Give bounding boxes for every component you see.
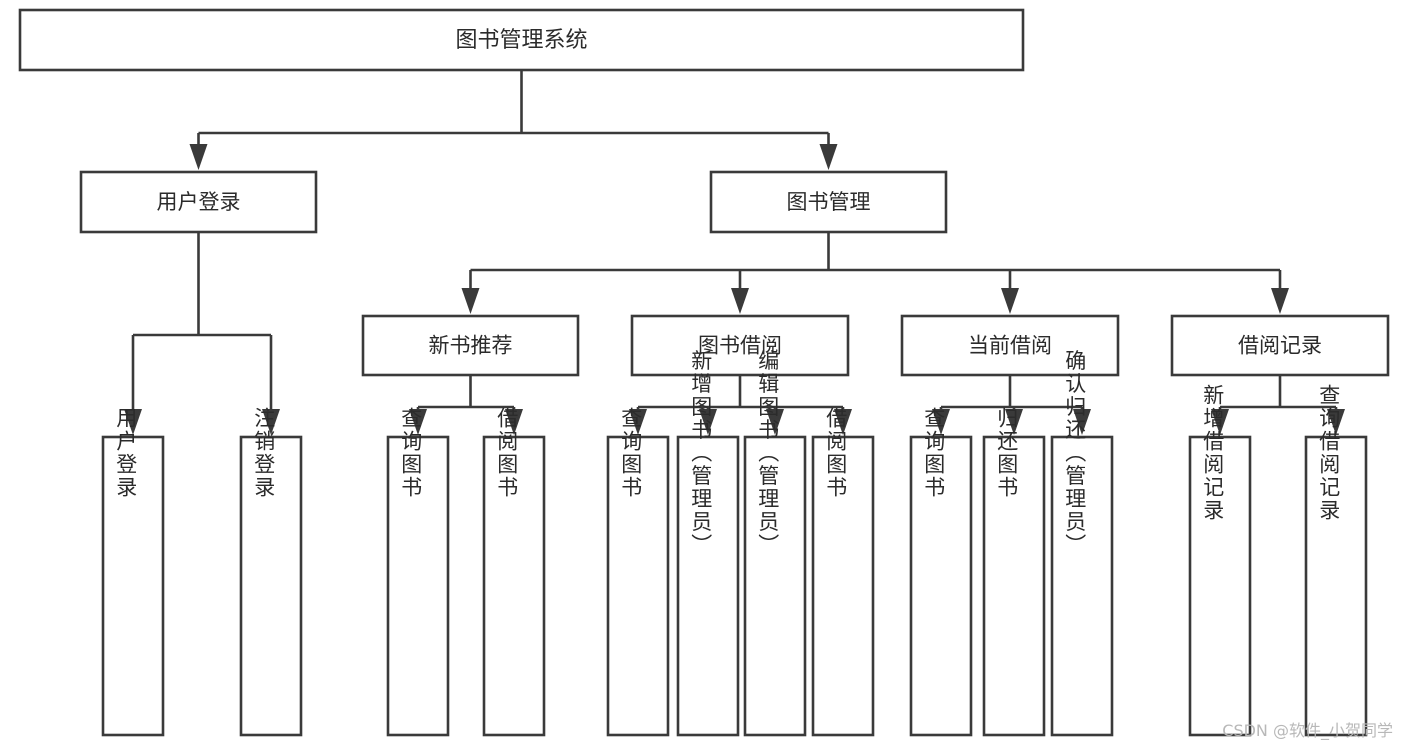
node-book-group-2-leaf-1[interactable]: 归还图书 bbox=[982, 407, 1046, 737]
node-box-root-title[interactable] bbox=[18, 8, 1025, 72]
node-box-book-management[interactable] bbox=[709, 170, 948, 234]
node-label-book-management: 图书管理 bbox=[787, 190, 871, 214]
node-box-book-group-1-leaf-2[interactable] bbox=[743, 435, 807, 737]
node-label-book-group-2: 当前借阅 bbox=[968, 334, 1052, 358]
nodes-layer: 图书管理系统用户登录图书管理用户登录注销登录新书推荐查询图书借阅图书图书借阅查询… bbox=[18, 8, 1390, 737]
node-label-book-group-2-leaf-0: 查询图书 bbox=[922, 407, 946, 499]
arrow-down-icon-user-leaf-0 bbox=[124, 409, 142, 435]
node-book-group-0-leaf-0[interactable]: 查询图书 bbox=[386, 407, 450, 737]
node-box-book-group-2-leaf-0[interactable] bbox=[909, 435, 973, 737]
node-label-book-group-3: 借阅记录 bbox=[1238, 334, 1322, 358]
node-box-book-group-2-leaf-1[interactable] bbox=[982, 435, 1046, 737]
node-book-group-2-leaf-0[interactable]: 查询图书 bbox=[909, 407, 973, 737]
node-box-book-group-2-leaf-2[interactable] bbox=[1050, 435, 1114, 737]
node-user-login-leaf-1[interactable]: 注销登录 bbox=[239, 407, 303, 737]
node-book-group-1-leaf-1[interactable]: 新增图书（管理员） bbox=[676, 350, 740, 737]
node-box-book-group-0-leaf-0[interactable] bbox=[386, 435, 450, 737]
connectors-layer bbox=[124, 70, 1345, 435]
arrow-down-icon-leaf-2-2 bbox=[1073, 409, 1091, 435]
node-label-book-group-3-leaf-0: 新增借阅记录 bbox=[1201, 384, 1225, 522]
node-book-group-0[interactable]: 新书推荐 bbox=[361, 314, 580, 377]
node-book-group-1[interactable]: 图书借阅 bbox=[630, 314, 850, 377]
arrow-down-icon-leaf-2-0 bbox=[932, 409, 950, 435]
node-user-login-leaf-0[interactable]: 用户登录 bbox=[101, 407, 165, 737]
arrow-down-icon-leaf-3-1 bbox=[1327, 409, 1345, 435]
node-label-book-group-0-leaf-1: 借阅图书 bbox=[495, 407, 519, 499]
node-book-group-1-leaf-2[interactable]: 编辑图书（管理员） bbox=[743, 350, 807, 737]
csdn-watermark: CSDN @软件_小贺同学 bbox=[1222, 721, 1393, 740]
node-book-group-2[interactable]: 当前借阅 bbox=[900, 314, 1120, 377]
arrow-down-icon-leaf-1-1 bbox=[699, 409, 717, 435]
node-book-management[interactable]: 图书管理 bbox=[709, 170, 948, 234]
node-label-book-group-2-leaf-1: 归还图书 bbox=[995, 407, 1019, 499]
arrow-down-icon-l3-2 bbox=[1001, 288, 1019, 314]
node-box-book-group-0[interactable] bbox=[361, 314, 580, 377]
node-box-book-group-3[interactable] bbox=[1170, 314, 1390, 377]
node-box-book-group-1-leaf-1[interactable] bbox=[676, 435, 740, 737]
node-label-user-login: 用户登录 bbox=[157, 190, 241, 214]
node-book-group-1-leaf-0[interactable]: 查询图书 bbox=[606, 407, 670, 737]
node-book-group-1-leaf-3[interactable]: 借阅图书 bbox=[811, 407, 875, 737]
arrow-down-icon-l3-0 bbox=[461, 288, 480, 314]
node-label-book-group-1-leaf-0: 查询图书 bbox=[619, 407, 643, 499]
node-box-user-login[interactable] bbox=[79, 170, 318, 234]
node-label-book-group-1: 图书借阅 bbox=[698, 334, 782, 358]
arrow-down-icon-leaf-1-3 bbox=[834, 409, 852, 435]
node-label-book-group-1-leaf-3: 借阅图书 bbox=[824, 407, 848, 499]
node-box-book-group-0-leaf-1[interactable] bbox=[482, 435, 546, 737]
node-label-user-login-leaf-1: 注销登录 bbox=[252, 407, 276, 499]
node-box-book-group-1[interactable] bbox=[630, 314, 850, 377]
node-label-book-group-3-leaf-1: 查询借阅记录 bbox=[1317, 384, 1341, 522]
arrow-down-icon-l2-0 bbox=[189, 144, 208, 170]
node-root-title[interactable]: 图书管理系统 bbox=[18, 8, 1025, 72]
node-label-book-group-1-leaf-1: 新增图书（管理员） bbox=[689, 350, 713, 557]
node-label-user-login-leaf-0: 用户登录 bbox=[114, 407, 138, 499]
arrow-down-icon-l3-1 bbox=[731, 288, 749, 314]
arrow-down-icon-leaf-3-0 bbox=[1211, 409, 1229, 435]
node-label-root-title: 图书管理系统 bbox=[455, 28, 587, 53]
node-book-group-3-leaf-1[interactable]: 查询借阅记录 bbox=[1304, 384, 1368, 737]
node-label-book-group-0: 新书推荐 bbox=[429, 334, 513, 358]
node-box-book-group-1-leaf-3[interactable] bbox=[811, 435, 875, 737]
node-label-book-group-1-leaf-2: 编辑图书（管理员） bbox=[756, 350, 780, 557]
arrow-down-icon-leaf-1-2 bbox=[766, 409, 784, 435]
node-label-book-group-2-leaf-2: 确认归还（管理员） bbox=[1063, 350, 1087, 557]
arrow-down-icon-leaf-1-0 bbox=[629, 409, 647, 435]
arrow-down-icon-leaf-0-0 bbox=[409, 409, 427, 435]
node-book-group-0-leaf-1[interactable]: 借阅图书 bbox=[482, 407, 546, 737]
node-book-group-3-leaf-0[interactable]: 新增借阅记录 bbox=[1188, 384, 1252, 737]
node-box-book-group-3-leaf-1[interactable] bbox=[1304, 435, 1368, 737]
node-book-group-2-leaf-2[interactable]: 确认归还（管理员） bbox=[1050, 350, 1114, 737]
node-book-group-3[interactable]: 借阅记录 bbox=[1170, 314, 1390, 377]
node-box-user-login-leaf-0[interactable] bbox=[101, 435, 165, 737]
arrow-down-icon-leaf-2-1 bbox=[1005, 409, 1023, 435]
arrow-down-icon-l3-3 bbox=[1271, 288, 1289, 314]
node-label-book-group-0-leaf-0: 查询图书 bbox=[399, 407, 423, 499]
node-box-book-group-3-leaf-0[interactable] bbox=[1188, 435, 1252, 737]
node-box-book-group-1-leaf-0[interactable] bbox=[606, 435, 670, 737]
arrow-down-icon-l2-1 bbox=[819, 144, 838, 170]
node-box-book-group-2[interactable] bbox=[900, 314, 1120, 377]
node-box-user-login-leaf-1[interactable] bbox=[239, 435, 303, 737]
node-user-login[interactable]: 用户登录 bbox=[79, 170, 318, 234]
arrow-down-icon-user-leaf-1 bbox=[262, 409, 280, 435]
arrow-down-icon-leaf-0-1 bbox=[505, 409, 523, 435]
